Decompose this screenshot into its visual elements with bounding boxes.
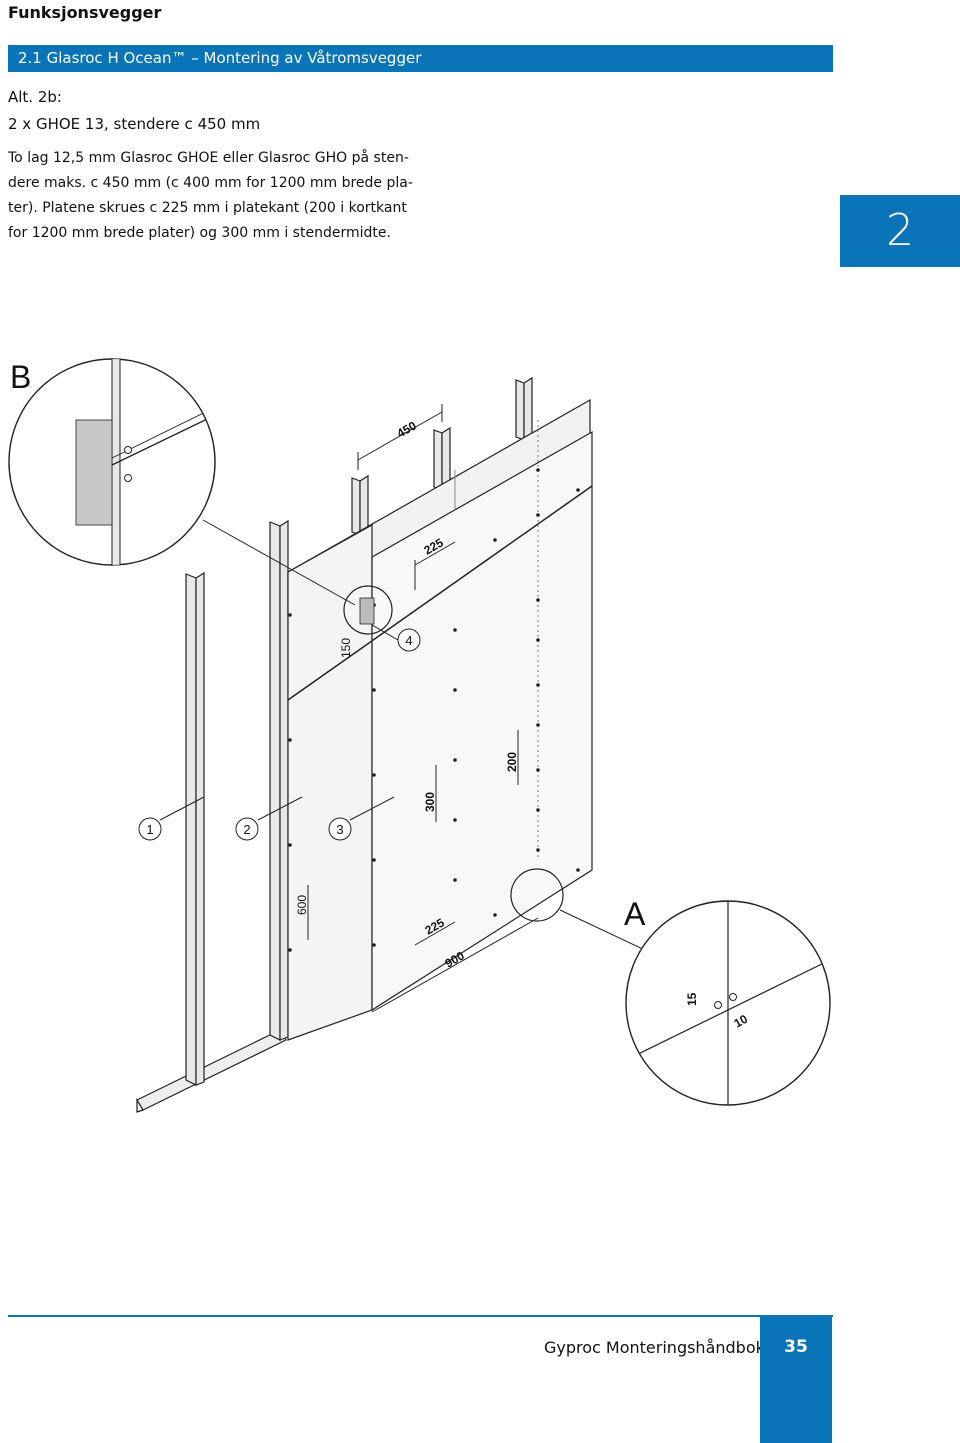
callout-3: 3 [328, 817, 352, 841]
detail-b [8, 358, 216, 566]
footer-title: Gyproc Monteringshåndbok [544, 1338, 765, 1357]
body-paragraph: To lag 12,5 mm Glasroc GHOE eller Glasro… [8, 146, 418, 246]
horizontal-joint [287, 485, 593, 701]
dim-600: 600 [295, 895, 309, 915]
section-banner: 2.1 Glasroc H Ocean™ – Montering av Våtr… [8, 45, 833, 72]
leader-lines [159, 519, 646, 951]
dim-150: 150 [339, 638, 353, 658]
paragraph-line: dere maks. c 450 mm (c 400 mm for 1200 m… [8, 175, 413, 191]
stud-3 [351, 474, 369, 537]
callout-2: 2 [235, 817, 259, 841]
stud-1 [185, 571, 205, 1086]
callout-1-label: 1 [146, 822, 153, 837]
callout-3-label: 3 [336, 822, 343, 837]
callout-2-label: 2 [243, 822, 250, 837]
footer-rule [8, 1315, 833, 1317]
stud-2 [269, 519, 289, 1041]
detail-a-label: A [624, 896, 646, 932]
detail-b-marker [343, 585, 393, 635]
paragraph-line: for 1200 mm brede plater) og 300 mm i st… [8, 225, 391, 241]
dim-10: 10 [732, 1012, 751, 1031]
detail-b-label: B [10, 359, 31, 395]
callout-4: 4 [397, 628, 421, 652]
front-board [371, 430, 593, 1012]
alt-label: Alt. 2b: [8, 88, 62, 106]
page-number: 35 [784, 1337, 808, 1357]
page-number-box: 35 [760, 1315, 832, 1443]
callout-4-label: 4 [405, 633, 412, 648]
detail-a-marker [510, 868, 564, 922]
dim-15: 15 [685, 992, 699, 1006]
dim-300: 300 [423, 792, 437, 812]
stud-5 [515, 376, 533, 442]
paragraph-line: ter). Platene skrues c 225 mm i platekan… [8, 200, 407, 216]
wall-assembly-drawing: B A 1 2 3 4 450 225 150 200 300 600 225 … [8, 358, 831, 1113]
bottom-track [136, 1029, 287, 1113]
dim-200: 200 [505, 752, 519, 772]
screw-pattern [288, 468, 580, 952]
callout-1: 1 [138, 817, 162, 841]
section-label: Funksjonsvegger [8, 3, 162, 22]
detail-a [625, 900, 831, 1106]
paragraph-line: To lag 12,5 mm Glasroc GHOE eller Glasro… [8, 150, 409, 166]
subheading: 2 x GHOE 13, stendere c 450 mm [8, 115, 261, 133]
chapter-tab: 2 [840, 195, 960, 267]
